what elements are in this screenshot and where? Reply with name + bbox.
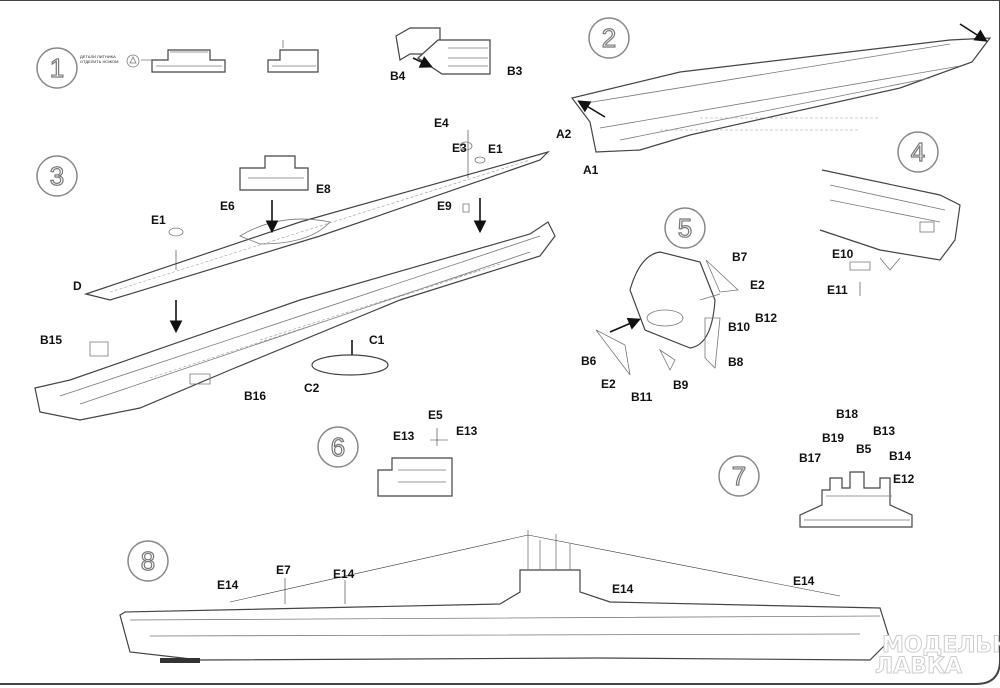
svg-text:E10: E10 xyxy=(832,247,854,261)
svg-text:E14: E14 xyxy=(333,567,355,581)
step-1-marker: 1 xyxy=(36,47,78,89)
svg-text:E12: E12 xyxy=(893,472,915,486)
svg-text:МОДЕЛЬНАЯ: МОДЕЛЬНАЯ xyxy=(882,633,1000,658)
step-7-diagram: B18 B19 B13 B17 B5 B14 E12 xyxy=(799,407,915,528)
svg-text:B12: B12 xyxy=(755,311,777,325)
svg-text:E13: E13 xyxy=(393,429,415,443)
svg-text:E11: E11 xyxy=(827,283,848,297)
svg-text:E13: E13 xyxy=(456,424,478,438)
step-2-diagram: A2 A1 xyxy=(556,23,992,177)
svg-text:E6: E6 xyxy=(220,199,235,213)
svg-text:1: 1 xyxy=(50,53,64,83)
svg-text:E1: E1 xyxy=(151,213,166,227)
step-2-marker: 2 xyxy=(588,17,630,59)
svg-text:2: 2 xyxy=(602,23,616,53)
svg-text:E2: E2 xyxy=(750,278,765,292)
step-4-diagram: E10 E11 xyxy=(819,169,961,297)
svg-text:8: 8 xyxy=(141,546,155,576)
step-3-marker: 3 xyxy=(36,155,78,197)
svg-text:E14: E14 xyxy=(217,578,239,592)
svg-text:B6: B6 xyxy=(581,354,597,368)
step-6-diagram: E5 E13 E13 xyxy=(377,408,478,497)
svg-text:6: 6 xyxy=(331,432,345,462)
svg-text:C2: C2 xyxy=(304,381,320,395)
svg-text:ДЕТАЛИ ЛИТНИКА: ДЕТАЛИ ЛИТНИКА xyxy=(80,54,116,59)
svg-text:ОТДЕЛИТЬ НОЖОМ: ОТДЕЛИТЬ НОЖОМ xyxy=(80,59,118,64)
step-5-marker: 5 xyxy=(664,207,706,249)
svg-text:E5: E5 xyxy=(428,408,443,422)
step-5-diagram: B7 E2 B12 B10 B6 B8 E2 B9 B11 xyxy=(581,250,777,404)
step-8-diagram: E14 E7 E14 E14 E14 xyxy=(119,530,891,663)
svg-text:ЛАВКА: ЛАВКА xyxy=(875,654,962,679)
svg-text:B17: B17 xyxy=(799,451,821,465)
svg-text:7: 7 xyxy=(732,461,746,491)
svg-text:E14: E14 xyxy=(793,574,815,588)
svg-text:B4: B4 xyxy=(390,69,406,83)
svg-text:C1: C1 xyxy=(369,333,385,347)
step-4-marker: 4 xyxy=(897,131,939,173)
step-8-marker: 8 xyxy=(127,540,169,582)
svg-text:A1: A1 xyxy=(583,163,599,177)
svg-text:B11: B11 xyxy=(631,390,653,404)
svg-text:4: 4 xyxy=(911,137,925,167)
svg-text:B9: B9 xyxy=(673,378,689,392)
svg-text:3: 3 xyxy=(50,161,64,191)
svg-text:B7: B7 xyxy=(732,250,748,264)
svg-text:D: D xyxy=(73,279,82,293)
svg-text:E8: E8 xyxy=(316,182,331,196)
step-markers: 1 2 3 4 5 6 7 8 xyxy=(36,17,939,582)
svg-text:B10: B10 xyxy=(728,320,750,334)
svg-text:B5: B5 xyxy=(856,442,872,456)
svg-text:B3: B3 xyxy=(507,64,523,78)
step-1-diagram: ДЕТАЛИ ЛИТНИКА ОТДЕЛИТЬ НОЖОМ B4 B3 xyxy=(80,27,523,83)
watermark-logo: МОДЕЛЬНАЯ ЛАВКА xyxy=(875,633,1000,680)
svg-text:5: 5 xyxy=(678,213,692,243)
svg-text:E2: E2 xyxy=(601,377,616,391)
svg-text:E7: E7 xyxy=(276,563,291,577)
svg-text:A2: A2 xyxy=(556,127,572,141)
svg-text:B15: B15 xyxy=(40,333,62,347)
svg-text:E3: E3 xyxy=(452,141,467,155)
svg-text:E1: E1 xyxy=(488,142,503,156)
svg-text:B19: B19 xyxy=(822,431,844,445)
svg-text:B8: B8 xyxy=(728,355,744,369)
svg-text:B16: B16 xyxy=(244,389,266,403)
svg-text:E14: E14 xyxy=(612,582,634,596)
svg-text:E9: E9 xyxy=(437,199,452,213)
svg-text:B18: B18 xyxy=(836,407,858,421)
svg-text:B14: B14 xyxy=(889,449,911,463)
step-7-marker: 7 xyxy=(718,455,760,497)
step-6-marker: 6 xyxy=(317,426,359,468)
svg-text:E4: E4 xyxy=(434,116,449,130)
svg-text:B13: B13 xyxy=(873,424,895,438)
step-3-diagram: E4 E3 E1 E6 E8 E9 E1 D B15 C1 C2 B16 xyxy=(34,116,556,421)
